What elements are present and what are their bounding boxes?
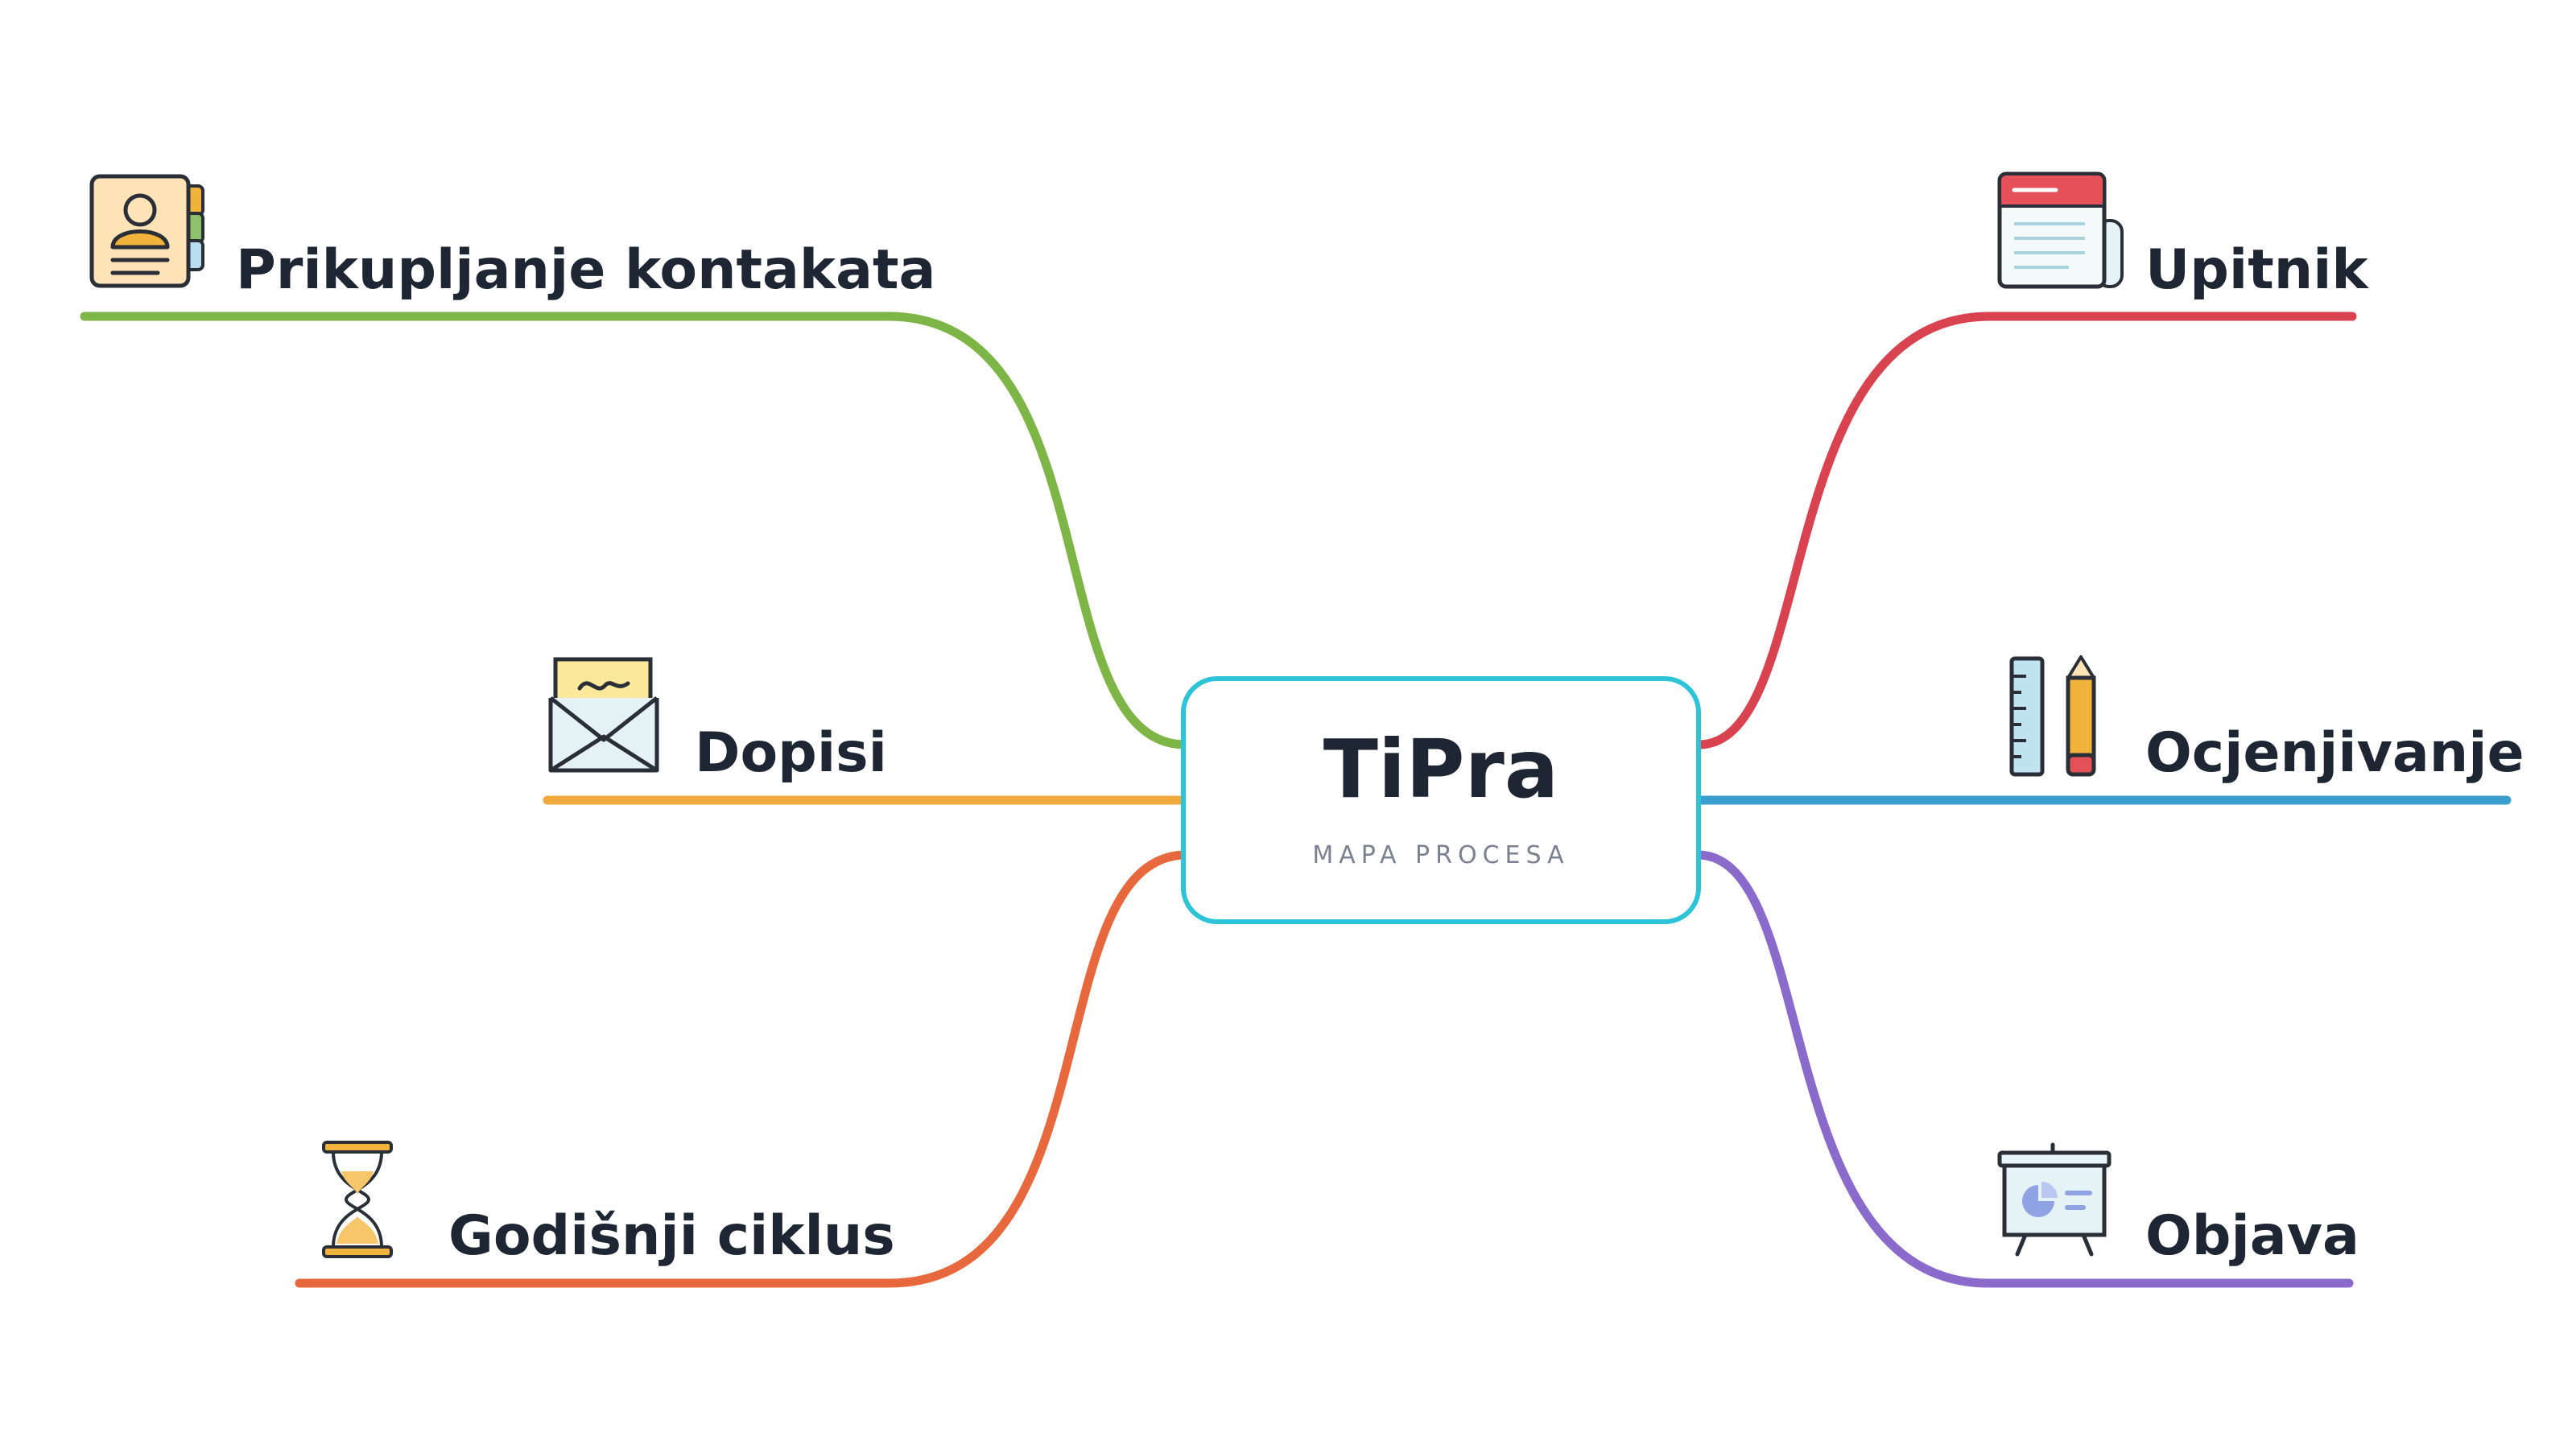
form-scroll-icon — [1997, 171, 2124, 289]
center-title: TiPra — [1323, 722, 1559, 816]
ruler-pencil-icon — [2009, 655, 2096, 777]
branch-label-godisnji[interactable]: Godišnji ciklus — [448, 1204, 895, 1268]
envelope-letter-icon — [548, 657, 659, 773]
branch-line-objava — [1695, 850, 2354, 1288]
presentation-board-icon — [1997, 1142, 2112, 1257]
branch-label-upitnik[interactable]: Upitnik — [2145, 238, 2369, 302]
contact-card-icon — [89, 174, 204, 288]
hourglass-icon — [322, 1141, 393, 1258]
center-node[interactable]: TiPra MAPA PROCESA — [1181, 676, 1701, 924]
branch-label-prikupljanje[interactable]: Prikupljanje kontakata — [236, 238, 935, 302]
branch-label-objava[interactable]: Objava — [2145, 1204, 2359, 1268]
branch-line-upitnik — [1695, 312, 2357, 749]
center-node-box — [1181, 676, 1701, 924]
branch-line-prikupljanje — [80, 312, 1188, 749]
branch-label-dopisi[interactable]: Dopisi — [695, 721, 887, 785]
branch-line-godisnji — [295, 850, 1188, 1288]
branch-label-ocjenjivanje[interactable]: Ocjenjivanje — [2145, 721, 2524, 785]
center-subtitle: MAPA PROCESA — [1312, 841, 1569, 869]
